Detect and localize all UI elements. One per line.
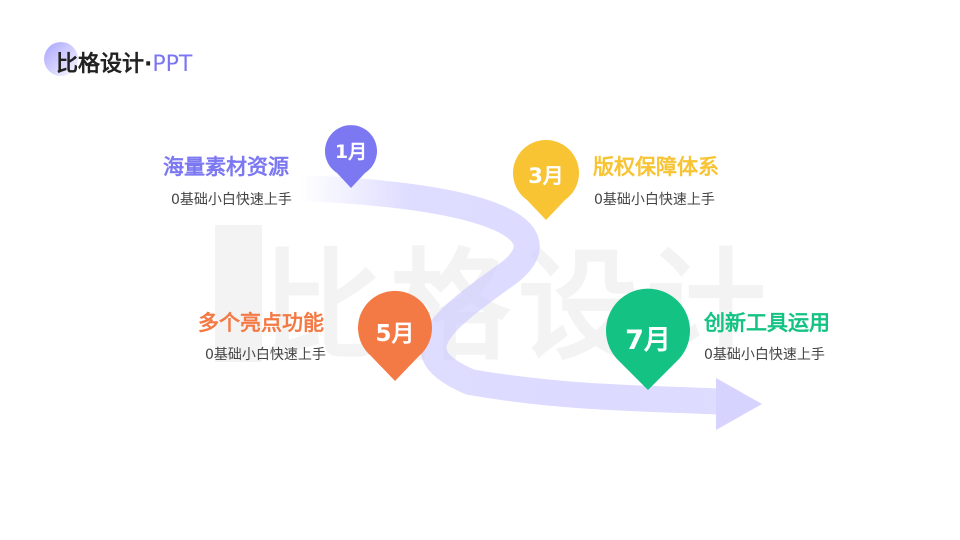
pin-3-label: 3月 — [528, 164, 564, 188]
milestone-5-title: 多个亮点功能 — [198, 311, 324, 335]
pin-3: 3月 — [513, 140, 579, 220]
pin-1: 1月 — [325, 125, 377, 188]
milestone-7-title: 创新工具运用 — [704, 311, 830, 335]
pin-7: 7月 — [606, 288, 690, 390]
brand-name: 比格设计 — [56, 52, 145, 77]
pin-3-shape — [513, 140, 579, 220]
pin-7-label: 7月 — [625, 325, 671, 356]
brand-separator: · — [144, 52, 153, 77]
pin-5-shape — [358, 290, 432, 381]
logo-circle — [44, 42, 78, 76]
milestone-1-subtitle: 0基础小白快速上手 — [171, 192, 292, 208]
milestone-5-subtitle: 0基础小白快速上手 — [205, 347, 326, 363]
pin-5: 5月 — [358, 290, 432, 381]
brand-title: 比格设计·PPT — [56, 46, 192, 78]
brand-suffix: PPT — [152, 52, 193, 77]
milestone-3-subtitle: 0基础小白快速上手 — [594, 192, 715, 208]
milestone-3-title: 版权保障体系 — [593, 155, 719, 179]
road-arrowhead — [716, 378, 762, 430]
pin-5-label: 5月 — [375, 321, 414, 347]
road-path — [287, 175, 743, 415]
milestone-1-title: 海量素材资源 — [163, 155, 289, 179]
watermark-logo-mark — [215, 225, 262, 362]
pin-1-shape — [325, 125, 377, 188]
pin-1-label: 1月 — [335, 141, 367, 163]
milestone-7-subtitle: 0基础小白快速上手 — [704, 347, 825, 363]
pin-7-shape — [606, 288, 690, 390]
